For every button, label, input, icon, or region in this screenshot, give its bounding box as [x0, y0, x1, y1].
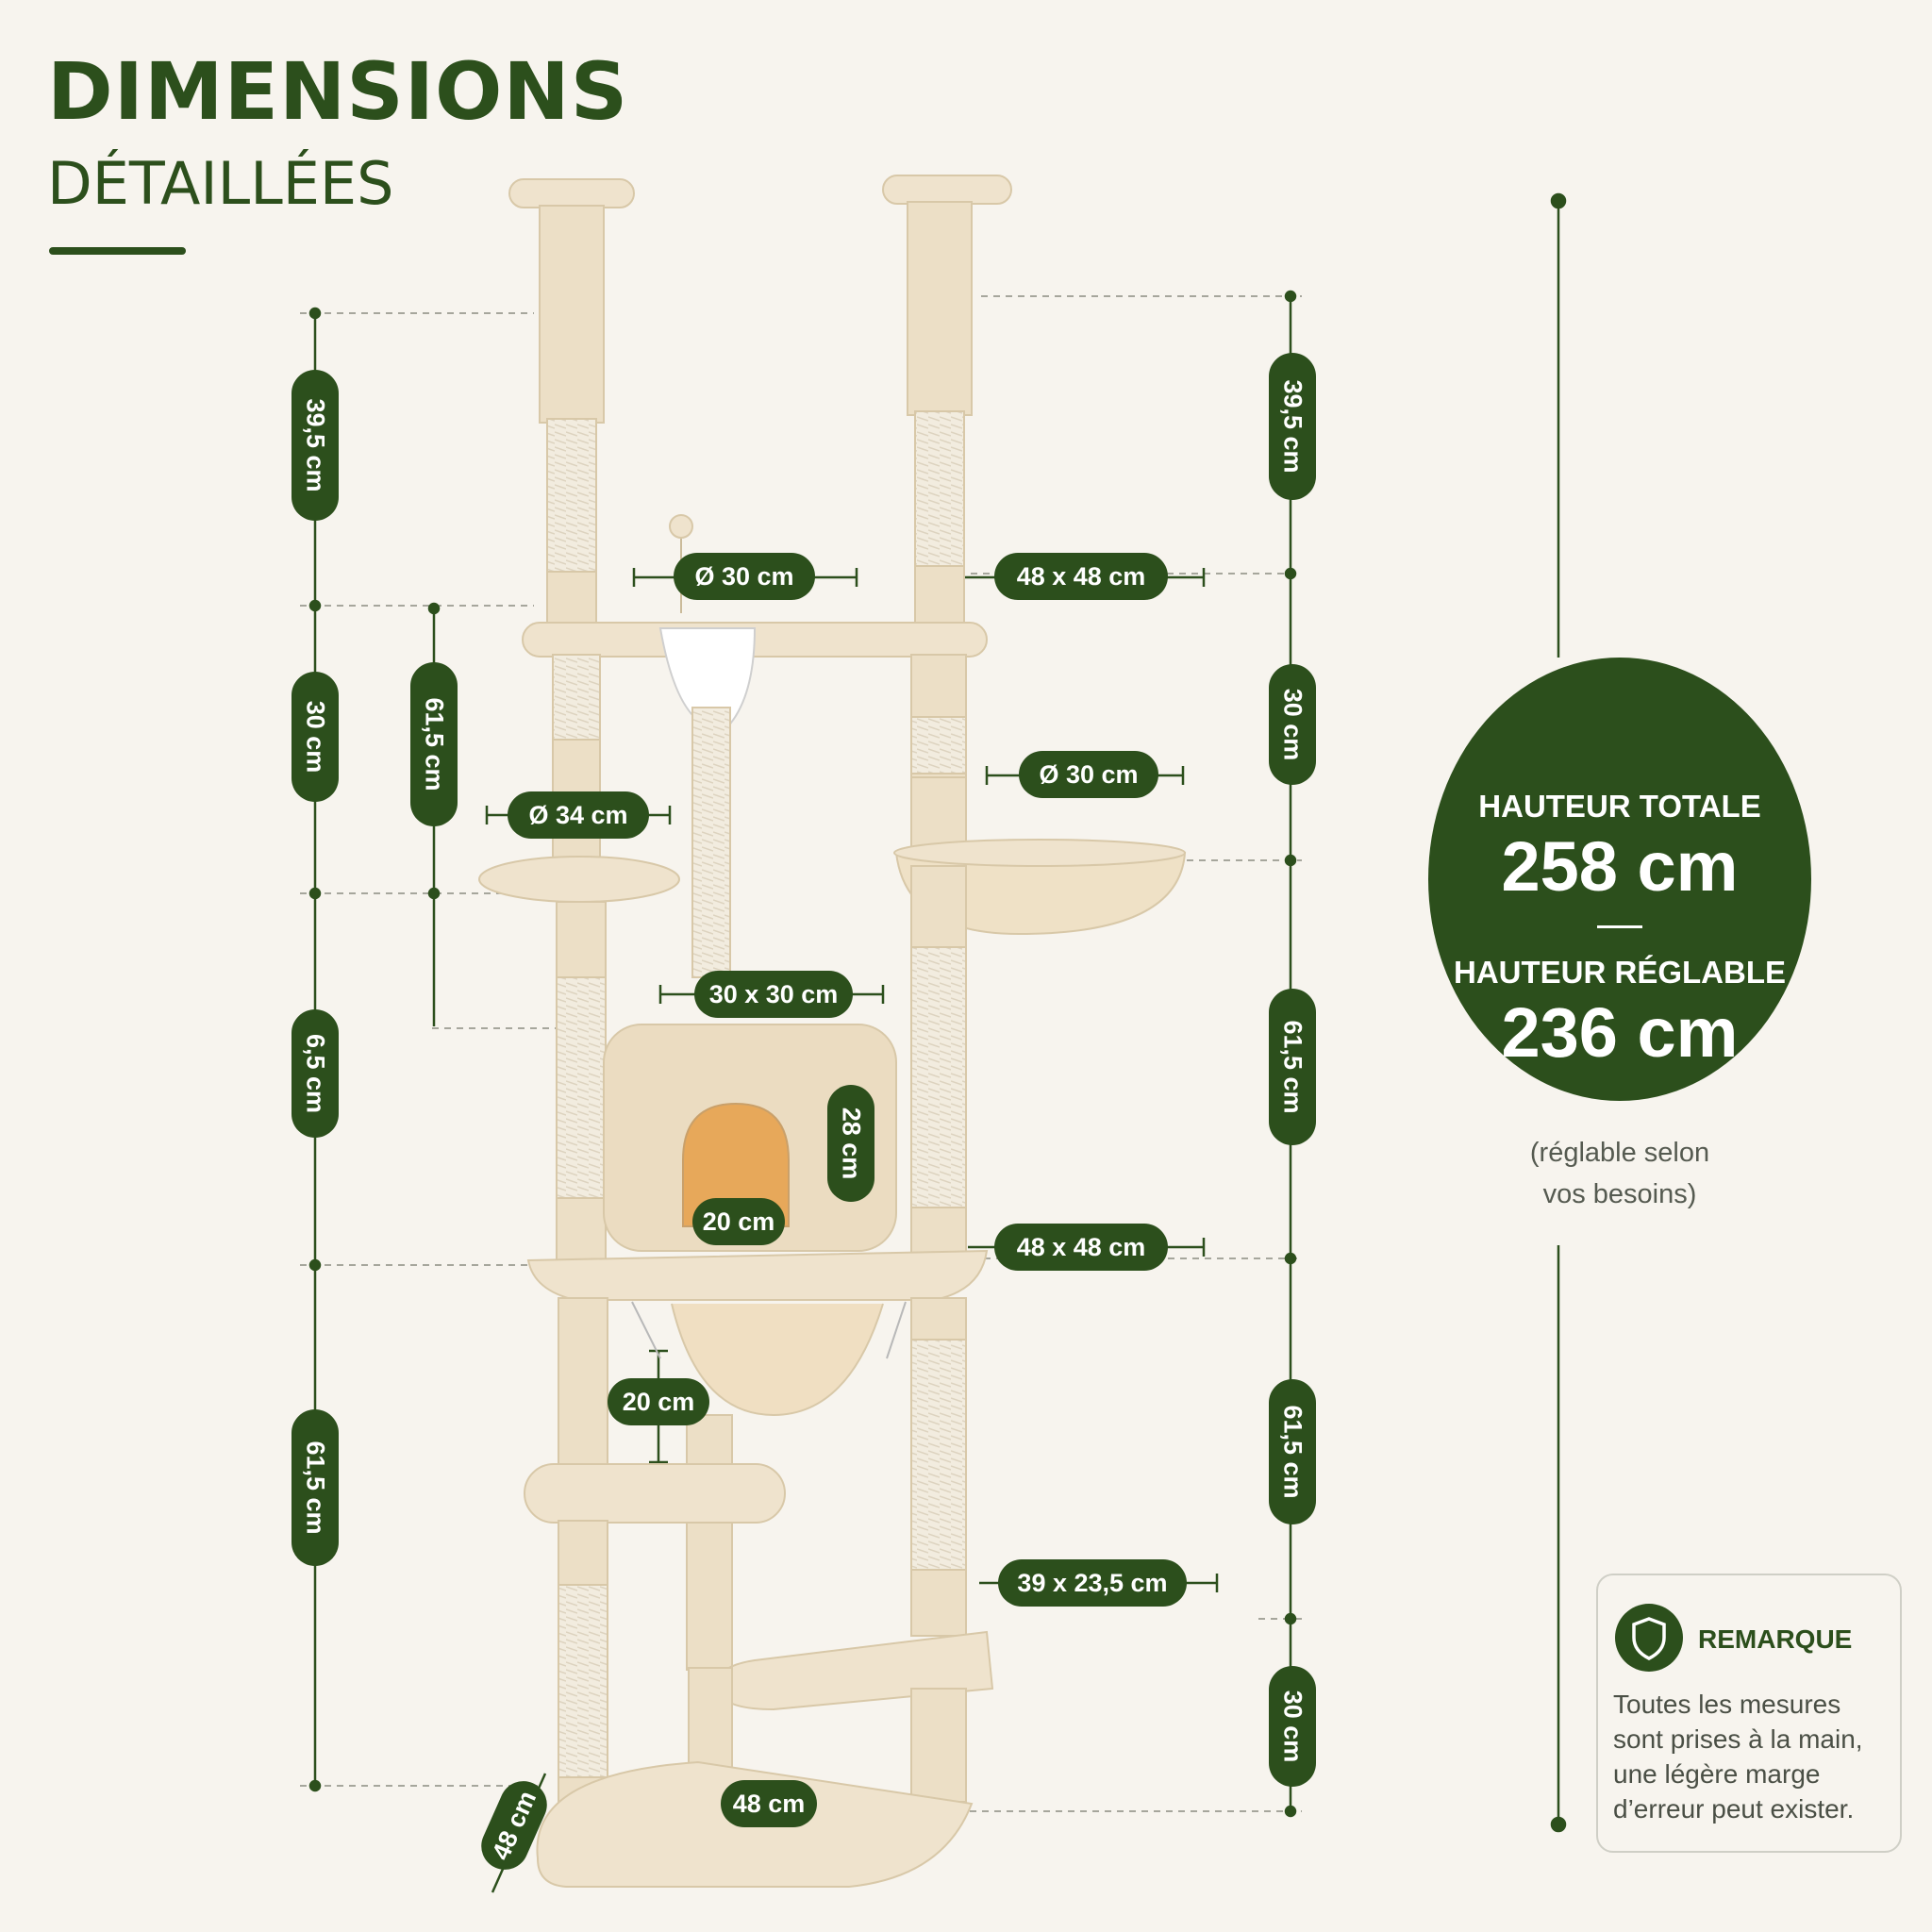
remark-text: Toutes les mesures sont prises à la main… [1613, 1690, 1863, 1824]
base-width-badge: 48 cm [721, 1780, 817, 1827]
left-height-badge: 30 cm [291, 672, 339, 802]
basket-diameter-badge: Ø 30 cm [1019, 751, 1158, 798]
hammock-gap-badge: 20 cm [608, 1378, 709, 1425]
right-top-cap [882, 175, 1012, 205]
right-height-badge: 61,5 cm [1269, 989, 1316, 1145]
left-top-cap [508, 178, 635, 208]
adjustable-height-value: 236 cm [1501, 993, 1739, 1072]
right-height-badge: 61,5 cm [1269, 1379, 1316, 1524]
middle-platform [526, 1249, 989, 1301]
lower-left-platform [524, 1463, 786, 1524]
cat-tree [478, 175, 1187, 1888]
left-height-badge: 39,5 cm [291, 370, 339, 521]
condo-height-badge: 28 cm [827, 1085, 874, 1202]
right-height-badge: 30 cm [1269, 1666, 1316, 1787]
shield-icon [1615, 1604, 1683, 1672]
remark-title: REMARQUE [1698, 1624, 1853, 1654]
right-height-badge: 30 cm [1269, 664, 1316, 785]
left-height-badge: 6,5 cm [291, 1009, 339, 1138]
adjustable-note: (réglable selon vos besoins) [1529, 1138, 1710, 1209]
top-bowl-diameter-badge: Ø 30 cm [674, 553, 815, 600]
right-height-badge: 39,5 cm [1269, 353, 1316, 500]
page-title: DIMENSIONS [47, 45, 629, 138]
total-height-label: HAUTEUR TOTALE [1478, 789, 1761, 824]
condo-door-badge: 20 cm [692, 1198, 785, 1245]
page-subtitle: DÉTAILLÉES [47, 149, 394, 218]
small-platform-diameter-badge: Ø 34 cm [508, 791, 649, 839]
left-inner-height-badge: 61,5 cm [410, 662, 458, 826]
oval-separator [1597, 925, 1642, 928]
small-round-platform [478, 856, 680, 903]
middle-platform-size-badge: 48 x 48 cm [994, 1224, 1168, 1271]
top-platform-size-badge: 48 x 48 cm [994, 553, 1168, 600]
title-underline [49, 247, 186, 255]
total-height-value: 258 cm [1501, 827, 1739, 906]
adjustable-height-label: HAUTEUR RÉGLABLE [1454, 955, 1786, 990]
condo-top-size-badge: 30 x 30 cm [694, 971, 853, 1018]
step-platform-size-badge: 39 x 23,5 cm [998, 1559, 1187, 1607]
left-height-badge: 61,5 cm [291, 1409, 339, 1566]
hammock [671, 1303, 884, 1417]
total-height-oval [1428, 658, 1811, 1101]
